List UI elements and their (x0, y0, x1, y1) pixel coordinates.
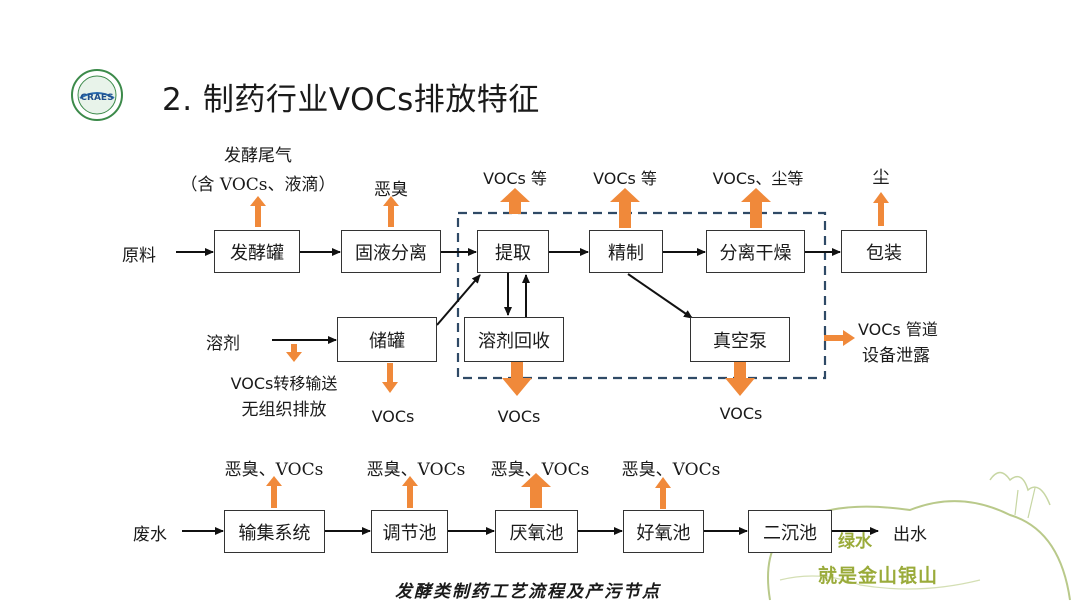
slogan-line-1: 绿水 (838, 532, 872, 552)
label-equipment-leak: 设备泄露 (862, 346, 930, 366)
box-solvent-recovery: 溶剂回收 (464, 317, 564, 362)
box-storage-tank: 储罐 (337, 317, 437, 362)
figure-caption: 发酵类制药工艺流程及产污节点 (395, 582, 661, 602)
box-ferment: 发酵罐 (214, 230, 300, 273)
box-packaging: 包装 (841, 230, 927, 273)
label-fugitive-emission: 无组织排放 (241, 400, 327, 420)
box-secondary-settling: 二沉池 (748, 510, 832, 553)
label-odor: 恶臭 (374, 180, 408, 200)
label-package-dust: 尘 (872, 168, 890, 188)
label-effluent: 出水 (893, 525, 927, 545)
label-tank-vocs: VOCs (371, 407, 415, 426)
label-ferment-gas-detail: （含 VOCs、液滴） (180, 175, 336, 195)
box-solid-liquid-separation: 固液分离 (341, 230, 441, 273)
box-aerobic-tank: 好氧池 (623, 510, 704, 553)
emission-arrows (250, 188, 889, 509)
label-pump-vocs: VOCs (719, 404, 763, 423)
slogan-line-2: 就是金山银山 (818, 565, 939, 587)
box-anaerobic-tank: 厌氧池 (495, 510, 578, 553)
label-extract-vocs: VOCs 等 (483, 169, 547, 188)
label-odor-vocs-3: 恶臭、VOCs (490, 460, 590, 480)
label-odor-vocs-4: 恶臭、VOCs (621, 460, 721, 480)
label-refine-vocs: VOCs 等 (593, 169, 657, 188)
box-separation-drying: 分离干燥 (706, 230, 805, 273)
label-dry-vocs-dust: VOCs、尘等 (712, 169, 804, 188)
label-raw-material: 原料 (122, 246, 156, 266)
logo-text: CRAES (80, 93, 113, 103)
page-title: 2. 制药行业VOCs排放特征 (162, 82, 540, 118)
craes-logo: CRAES (70, 68, 124, 122)
label-odor-vocs-1: 恶臭、VOCs (224, 460, 324, 480)
label-wastewater: 废水 (133, 525, 167, 545)
box-extraction: 提取 (477, 230, 549, 273)
dashed-boundary (456, 211, 827, 380)
label-recovery-vocs: VOCs (497, 407, 541, 426)
box-refining: 精制 (589, 230, 663, 273)
box-collection-system: 输集系统 (224, 510, 325, 553)
label-odor-vocs-2: 恶臭、VOCs (366, 460, 466, 480)
label-ferment-gas: 发酵尾气 (224, 146, 292, 166)
label-solvent: 溶剂 (206, 334, 240, 354)
label-pipeline-leak: VOCs 管道 (858, 320, 938, 339)
box-vacuum-pump: 真空泵 (690, 317, 790, 362)
box-adjustment-tank: 调节池 (371, 510, 448, 553)
label-transfer-emission: VOCs转移输送 (230, 374, 338, 393)
